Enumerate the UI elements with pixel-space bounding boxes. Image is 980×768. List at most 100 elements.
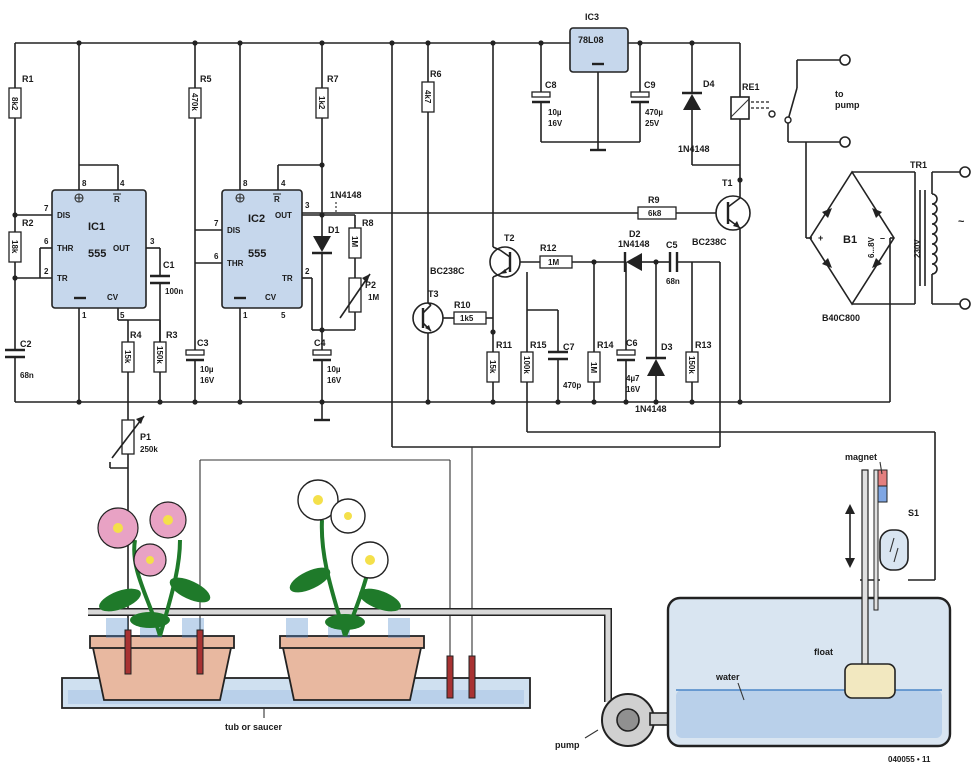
b1-plus: + (818, 233, 823, 243)
ic3-type: 78L08 (578, 35, 604, 45)
float-assembly: float magnet (814, 452, 896, 699)
d2-type: 1N4148 (618, 239, 650, 249)
pump-terminal-2 (839, 136, 851, 148)
svg-text:1: 1 (243, 311, 248, 320)
r11-label: R11 (496, 340, 512, 350)
c6-label: C6 (626, 338, 638, 348)
t3-label: T3 (428, 289, 439, 299)
t1-label: T1 (722, 178, 733, 188)
r7-label: R7 (327, 74, 339, 84)
d2-diode: D2 1N4148 (618, 229, 656, 272)
c4-value2: 16V (327, 376, 342, 385)
b1-minus: – (880, 233, 885, 243)
c2-label: C2 (20, 339, 32, 349)
svg-text:8: 8 (243, 179, 248, 188)
ic2-type: 555 (248, 248, 266, 260)
svg-text:TR: TR (57, 274, 68, 283)
pot-left (89, 635, 235, 701)
plant-right (289, 479, 401, 637)
r9-resistor: R9 6k8 (302, 195, 716, 220)
r15-label: R15 (530, 340, 547, 350)
svg-text:TR: TR (282, 274, 293, 283)
re1-label: RE1 (742, 82, 760, 92)
d4-label: D4 (703, 79, 715, 89)
c3-value2: 16V (200, 376, 215, 385)
r13-label: R13 (695, 340, 712, 350)
r11-resistor: R11 15k (486, 340, 512, 402)
d1-type: 1N4148 (330, 190, 362, 200)
tr1-secondary: 6...8V (867, 236, 876, 258)
r15-value: 100k (522, 356, 531, 374)
pump-label: pump (555, 740, 580, 750)
c9-capacitor: C9 470µ 25V (630, 43, 663, 142)
ic2-555-timer: IC2 555 DIS THR TR OUT CV R 8 4 7 6 2 3 … (214, 43, 322, 402)
r14-label: R14 (597, 340, 614, 350)
b1-type: B40C800 (822, 313, 860, 323)
r14-resistor: R14 1M (587, 262, 614, 402)
r5-label: R5 (200, 74, 212, 84)
ic3-regulator: IC3 78L08 (569, 12, 629, 152)
c8-capacitor: C8 10µ 16V (531, 43, 640, 143)
re1-relay: RE1 to pump (730, 54, 860, 180)
c9-value1: 470µ (645, 108, 663, 117)
p2-potentiometer: P2 1M (322, 258, 379, 331)
p1-label: P1 (140, 432, 151, 442)
r4-value: 15k (123, 350, 132, 364)
ic3-ref: IC3 (585, 12, 599, 22)
svg-text:7: 7 (214, 219, 219, 228)
r1-resistor: R1 8k2 (8, 43, 34, 232)
svg-text:4: 4 (281, 179, 286, 188)
r3-value: 150k (155, 346, 164, 364)
r9-label: R9 (648, 195, 660, 205)
c5-label: C5 (666, 240, 678, 250)
r6-resistor: R6 4k7 (421, 43, 442, 303)
svg-text:3: 3 (305, 201, 310, 210)
c8-value1: 10µ (548, 108, 562, 117)
svg-text:6: 6 (214, 252, 219, 261)
d1-diode: D1 1N4148 (312, 190, 362, 350)
r1-value: 8k2 (10, 97, 19, 111)
svg-text:6: 6 (44, 237, 49, 246)
svg-text:DIS: DIS (57, 211, 71, 220)
r8-label: R8 (362, 218, 374, 228)
float-label: float (814, 647, 833, 657)
r10-resistor: R10 1k5 (443, 300, 493, 325)
r4-resistor: R4 15k (117, 308, 142, 420)
svg-text:5: 5 (120, 311, 125, 320)
figure-id: 040055 • 11 (888, 755, 931, 764)
water-tank: water (666, 596, 952, 748)
d3-type: 1N4148 (635, 404, 667, 414)
r6-value: 4k7 (423, 90, 432, 104)
c3-capacitor: C3 10µ 16V (185, 338, 215, 402)
r3-resistor: R3 150k (153, 320, 178, 373)
c7-capacitor: C7 470p (548, 310, 581, 402)
ic2-ref: IC2 (248, 213, 265, 225)
r13-resistor: R13 150k (685, 262, 712, 402)
s1-label: S1 (908, 508, 919, 518)
svg-text:DIS: DIS (227, 226, 241, 235)
r6-label: R6 (430, 69, 442, 79)
r2-label: R2 (22, 218, 34, 228)
c6-value2: 16V (626, 385, 641, 394)
svg-text:7: 7 (44, 204, 49, 213)
c9-value2: 25V (645, 119, 660, 128)
c2-capacitor: C2 68n (5, 339, 34, 402)
c4-capacitor: C4 10µ 16V (312, 338, 342, 422)
top-rail (15, 42, 741, 97)
p1-potentiometer: P1 250k (109, 415, 158, 640)
r1-label: R1 (22, 74, 34, 84)
r10-value: 1k5 (460, 314, 474, 323)
magnet-label: magnet (845, 452, 877, 462)
d2-label: D2 (629, 229, 641, 239)
r7-value: 1k2 (317, 96, 326, 110)
ic1-ref: IC1 (88, 221, 105, 233)
plant-left (97, 501, 211, 637)
moisture-probes (124, 629, 476, 699)
ic1-555-timer: IC1 555 DIS THR TR OUT CV R 8 4 7 6 2 3 … (44, 43, 160, 402)
c1-capacitor: C1 100n (150, 248, 183, 402)
r15-resistor: R15 100k (520, 272, 935, 433)
watering-pipe (88, 608, 612, 702)
r8-value: 1M (350, 236, 359, 247)
r5-value: 470k (190, 93, 199, 111)
c9-label: C9 (644, 80, 656, 90)
